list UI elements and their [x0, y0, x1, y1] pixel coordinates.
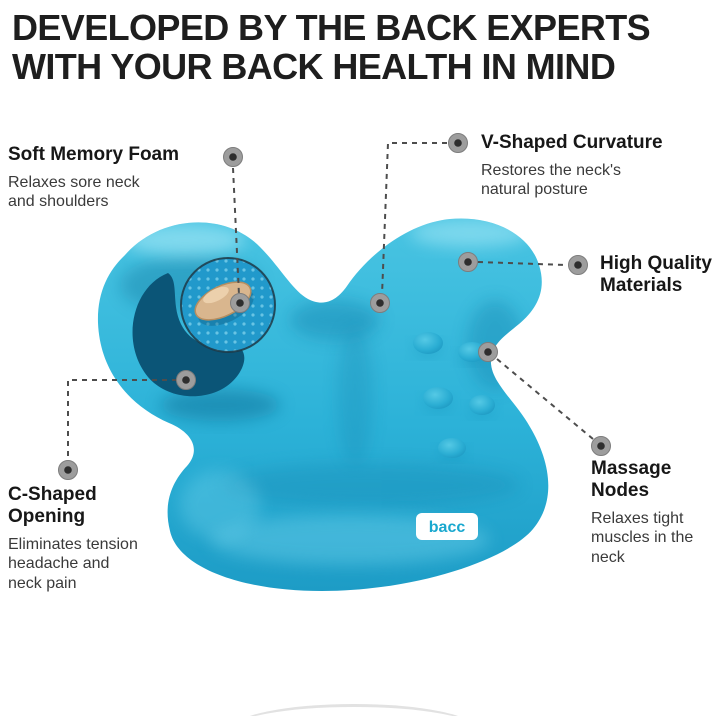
callout-high-quality-materials: High Quality Materials [600, 253, 716, 297]
connector-dot-massage-label [591, 436, 611, 456]
massage-node [469, 395, 495, 416]
brand-badge: bacc [416, 513, 478, 540]
headline-line1: DEVELOPED BY THE BACK EXPERTS [12, 7, 651, 48]
callout-soft-memory-foam: Soft Memory Foam Relaxes sore neck and s… [8, 144, 223, 212]
callout-desc-massage-nodes: Relaxes tight muscles in the neck [591, 509, 694, 566]
cropped-edge-artifact [232, 704, 476, 716]
connector-dot-highquality-label [568, 255, 588, 275]
massage-node [423, 387, 453, 410]
callout-title-c-shaped-opening: C-Shaped Opening [8, 484, 97, 527]
callout-desc-c-shaped-opening: Eliminates tension headache and neck pai… [8, 535, 138, 592]
callout-massage-nodes: Massage Nodes Relaxes tight muscles in t… [591, 458, 711, 567]
massage-nodes-group [413, 332, 495, 459]
massage-node [438, 438, 466, 459]
massage-node [413, 332, 443, 355]
magnifier-inset [180, 257, 276, 353]
connector-dot-vshape-label [448, 133, 468, 153]
headline: DEVELOPED BY THE BACK EXPERTS WITH YOUR … [12, 7, 716, 88]
connector-dot-soft-label [223, 147, 243, 167]
headline-line2: WITH YOUR BACK HEALTH IN MIND [12, 46, 616, 88]
callout-v-shaped-curvature: V-Shaped Curvature Restores the neck's n… [481, 132, 711, 200]
callout-title-v-shaped-curvature: V-Shaped Curvature [481, 132, 663, 153]
c-opening [132, 273, 245, 397]
brand-logo-text: bacc [429, 519, 466, 536]
callout-c-shaped-opening: C-Shaped Opening Eliminates tension head… [8, 484, 168, 593]
callout-title-massage-nodes: Massage Nodes [591, 458, 672, 501]
callout-title-soft-memory-foam: Soft Memory Foam [8, 144, 180, 165]
callout-desc-soft-memory-foam: Relaxes sore neck and shoulders [8, 173, 140, 211]
callout-desc-v-shaped-curvature: Restores the neck's natural posture [481, 161, 622, 199]
massage-node [458, 342, 486, 363]
callout-title-high-quality-materials: High Quality Materials [600, 253, 712, 296]
